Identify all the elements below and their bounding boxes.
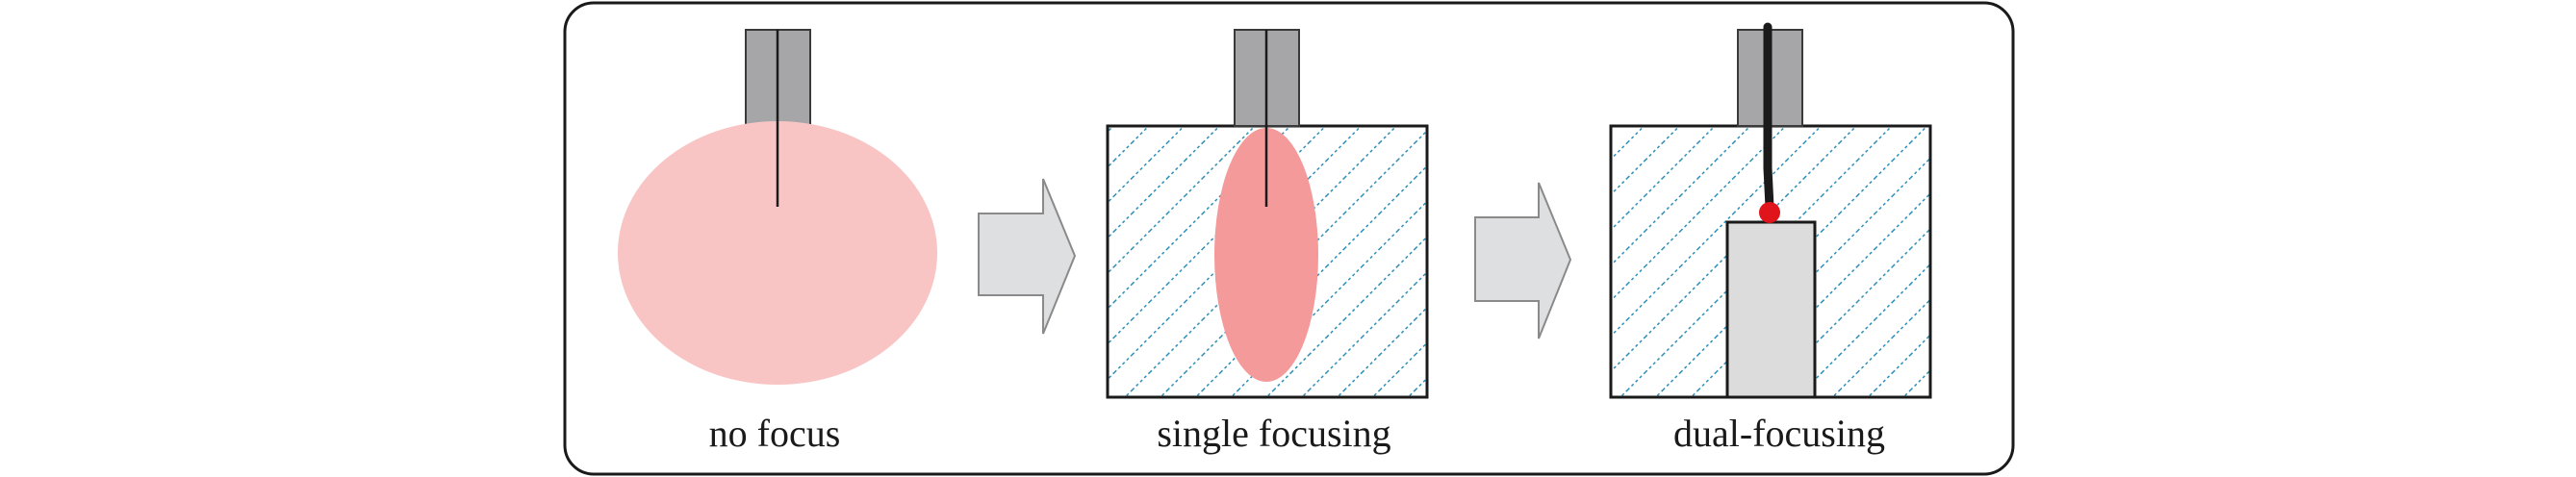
red-tip-dot [1759, 202, 1780, 223]
panel-no-focus: no focus [618, 29, 937, 455]
plasma-plume-unfocused [618, 121, 937, 385]
panel-single-focusing: single focusing [1106, 29, 1429, 455]
caption-single-focusing: single focusing [1157, 412, 1390, 455]
right-arrow-icon [1474, 182, 1572, 339]
caption-no-focus: no focus [709, 412, 841, 455]
right-arrow-icon [978, 178, 1077, 335]
panel-dual-focusing: dual-focusing [1609, 22, 1932, 455]
probe-needle-thick [1763, 22, 1774, 212]
caption-dual-focusing: dual-focusing [1673, 412, 1885, 455]
inserted-rod [1725, 220, 1817, 399]
plasma-plume-focused [1214, 128, 1318, 382]
